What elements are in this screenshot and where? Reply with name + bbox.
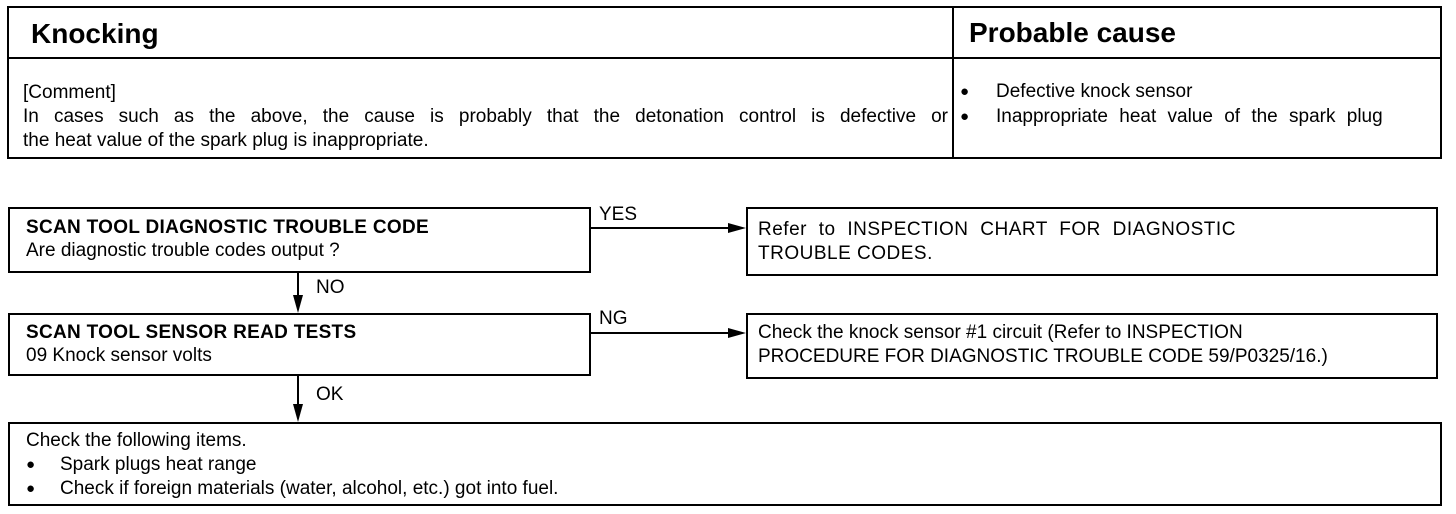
table-row-divider: [9, 57, 1440, 59]
table-column-divider: [952, 8, 954, 157]
dtc-check-question: Are diagnostic trouble codes output ?: [26, 240, 340, 261]
symptom-table: Knocking Probable cause [Comment] In cas…: [7, 6, 1442, 159]
dtc-check-title: SCAN TOOL DIAGNOSTIC TROUBLE CODE: [26, 217, 429, 238]
ng-result-box: Check the knock sensor #1 circuit (Refer…: [746, 313, 1438, 379]
ng-label: NG: [599, 308, 628, 329]
no-label: NO: [316, 277, 345, 298]
yes-arrowhead: [728, 223, 746, 233]
sensor-read-box: SCAN TOOL SENSOR READ TESTS 09 Knock sen…: [8, 313, 591, 376]
comment-tag: [Comment]: [23, 82, 116, 103]
sensor-read-title: SCAN TOOL SENSOR READ TESTS: [26, 322, 357, 343]
probable-cause-heading: Probable cause: [969, 17, 1176, 48]
final-check-list: Spark plugs heat range Check if foreign …: [26, 453, 1440, 501]
cause-item: Defective knock sensor: [960, 79, 1430, 104]
comment-line-2: the heat value of the spark plug is inap…: [23, 130, 429, 151]
ng-arrowhead: [728, 328, 746, 338]
probable-cause-list: Defective knock sensor Inappropriate hea…: [960, 79, 1430, 129]
dtc-check-box: SCAN TOOL DIAGNOSTIC TROUBLE CODE Are di…: [8, 207, 591, 273]
no-arrowhead: [293, 295, 303, 313]
yes-result-box: Refer to INSPECTION CHART FOR DIAGNOSTIC…: [746, 207, 1438, 276]
ok-label: OK: [316, 384, 344, 405]
final-check-item: Check if foreign materials (water, alcoh…: [26, 477, 1440, 501]
final-check-intro: Check the following items.: [26, 430, 247, 451]
ok-arrowhead: [293, 404, 303, 422]
ng-result-line-2: PROCEDURE FOR DIAGNOSTIC TROUBLE CODE 59…: [758, 346, 1328, 367]
yes-result-line-1: Refer to INSPECTION CHART FOR DIAGNOSTIC: [758, 219, 1236, 240]
cause-item: Inappropriate heat value of the spark pl…: [960, 104, 1430, 129]
yes-label: YES: [599, 204, 638, 225]
sensor-read-item: 09 Knock sensor volts: [26, 345, 212, 366]
final-check-box: Check the following items. Spark plugs h…: [8, 422, 1442, 506]
yes-result-line-2: TROUBLE CODES.: [758, 243, 933, 264]
final-check-item: Spark plugs heat range: [26, 453, 1440, 477]
ng-result-line-1: Check the knock sensor #1 circuit (Refer…: [758, 322, 1243, 343]
symptom-heading: Knocking: [31, 18, 159, 49]
comment-line-1: In cases such as the above, the cause is…: [23, 106, 948, 127]
comment-block: [Comment] In cases such as the above, th…: [23, 81, 948, 153]
